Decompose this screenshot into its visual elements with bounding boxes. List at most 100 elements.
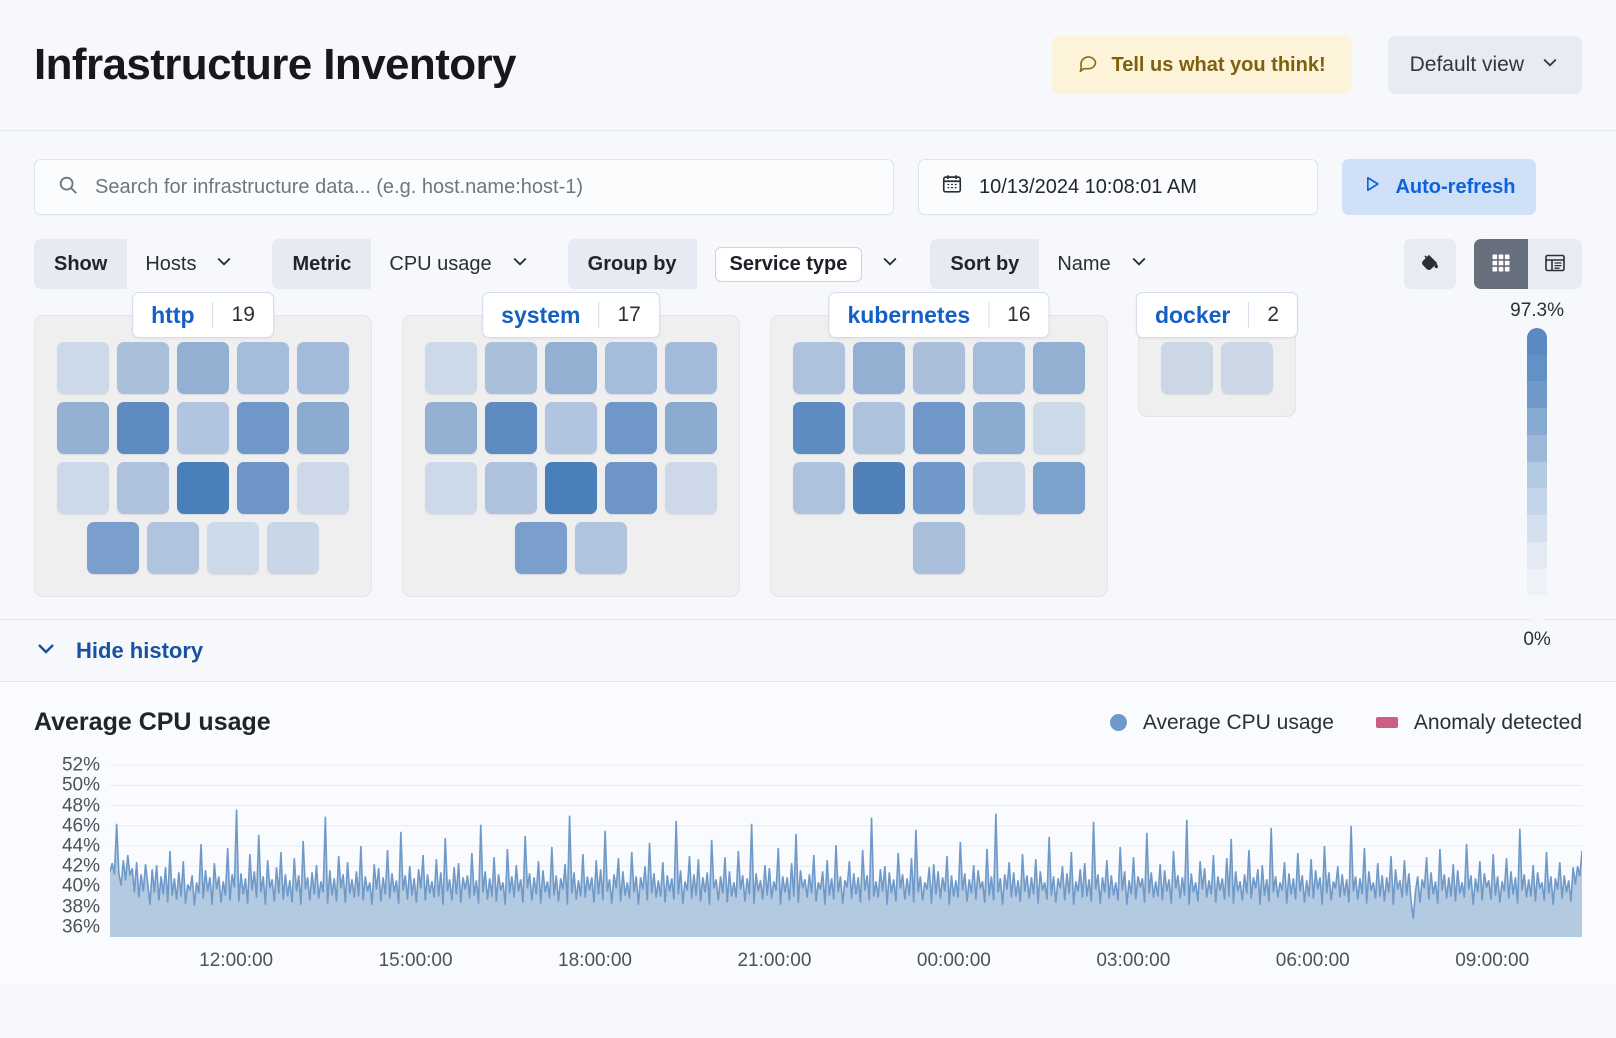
node-tile[interactable]: [177, 342, 229, 394]
color-fill-bucket-icon-button[interactable]: [1404, 239, 1456, 289]
node-tile[interactable]: [87, 522, 139, 574]
page-title: Infrastructure Inventory: [34, 40, 517, 89]
node-tile[interactable]: [297, 462, 349, 514]
node-tile[interactable]: [575, 522, 627, 574]
legend-item-average-cpu-usage[interactable]: Average CPU usage: [1109, 711, 1334, 735]
node-tile[interactable]: [913, 402, 965, 454]
hide-history-button[interactable]: Hide history: [34, 636, 203, 666]
tile-row: [57, 402, 349, 454]
node-tile[interactable]: [793, 402, 845, 454]
feedback-label: Tell us what you think!: [1111, 53, 1326, 76]
feedback-button[interactable]: Tell us what you think!: [1051, 36, 1352, 94]
node-tile[interactable]: [665, 342, 717, 394]
node-tile[interactable]: [665, 462, 717, 514]
node-tile[interactable]: [515, 522, 567, 574]
legend-gradient-bar: [1527, 328, 1548, 622]
node-tile[interactable]: [177, 462, 229, 514]
legend-step: [1527, 568, 1548, 596]
search-box[interactable]: [34, 159, 894, 215]
node-tile[interactable]: [425, 462, 477, 514]
node-tile[interactable]: [1033, 342, 1085, 394]
filter-metric-value-text: CPU usage: [389, 252, 492, 275]
node-tile[interactable]: [297, 402, 349, 454]
chart-plot[interactable]: [110, 755, 1582, 937]
node-tile[interactable]: [973, 462, 1025, 514]
group-tiles-container: [402, 315, 740, 597]
node-tile[interactable]: [147, 522, 199, 574]
node-tile[interactable]: [1033, 462, 1085, 514]
auto-refresh-button[interactable]: Auto-refresh: [1342, 159, 1536, 215]
node-tile[interactable]: [297, 342, 349, 394]
chevron-down-icon: [880, 251, 900, 277]
group-name: system: [501, 301, 581, 328]
auto-refresh-label: Auto-refresh: [1395, 175, 1516, 198]
node-tile[interactable]: [237, 342, 289, 394]
node-tile[interactable]: [207, 522, 259, 574]
group-name: http: [151, 301, 195, 328]
toolbar: 10/13/2024 10:08:01 AM Auto-refresh Show…: [0, 131, 1616, 289]
node-tile[interactable]: [267, 522, 319, 574]
node-tile[interactable]: [1221, 342, 1273, 394]
chevron-down-icon: [214, 251, 234, 277]
hide-history-label: Hide history: [76, 637, 204, 663]
node-tile[interactable]: [1033, 402, 1085, 454]
search-input[interactable]: [95, 175, 871, 199]
node-tile[interactable]: [425, 402, 477, 454]
filter-metric-value[interactable]: CPU usage: [371, 239, 546, 289]
node-tile[interactable]: [237, 462, 289, 514]
view-mode-segmented-control: [1474, 239, 1582, 289]
node-tile[interactable]: [605, 462, 657, 514]
node-tile[interactable]: [425, 342, 477, 394]
node-tile[interactable]: [913, 342, 965, 394]
node-tile[interactable]: [913, 522, 965, 574]
grid-view-icon: [1489, 251, 1513, 278]
node-tile[interactable]: [237, 402, 289, 454]
node-tile[interactable]: [177, 402, 229, 454]
group-name: docker: [1154, 301, 1231, 328]
node-tile[interactable]: [1161, 342, 1213, 394]
group-tiles-container: [34, 315, 372, 597]
node-tile[interactable]: [545, 402, 597, 454]
header-actions: Tell us what you think! Default view: [1051, 36, 1582, 94]
node-tile[interactable]: [853, 402, 905, 454]
node-tile[interactable]: [605, 402, 657, 454]
node-tile[interactable]: [57, 462, 109, 514]
node-tile[interactable]: [117, 342, 169, 394]
node-tile[interactable]: [117, 402, 169, 454]
grid-view-button[interactable]: [1474, 239, 1528, 289]
node-tile[interactable]: [665, 402, 717, 454]
filter-show-value[interactable]: Hosts: [127, 239, 251, 289]
view-selector-button[interactable]: Default view: [1387, 36, 1582, 94]
node-tile[interactable]: [793, 342, 845, 394]
node-tile[interactable]: [973, 402, 1025, 454]
node-tile[interactable]: [485, 462, 537, 514]
node-tile[interactable]: [973, 342, 1025, 394]
node-tile[interactable]: [545, 342, 597, 394]
filter-group-by-value[interactable]: Service type: [696, 239, 909, 289]
date-picker[interactable]: 10/13/2024 10:08:01 AM: [918, 159, 1318, 215]
node-tile[interactable]: [57, 342, 109, 394]
node-tile[interactable]: [605, 342, 657, 394]
node-tile[interactable]: [485, 342, 537, 394]
node-tile[interactable]: [545, 462, 597, 514]
node-tile[interactable]: [57, 402, 109, 454]
node-tile[interactable]: [793, 462, 845, 514]
legend-item-anomaly-detected[interactable]: Anomaly detected: [1375, 711, 1582, 735]
node-tile[interactable]: [853, 462, 905, 514]
node-tile[interactable]: [117, 462, 169, 514]
node-tile[interactable]: [853, 342, 905, 394]
filter-sort-by-value[interactable]: Name: [1039, 239, 1165, 289]
node-tile[interactable]: [485, 402, 537, 454]
table-view-button[interactable]: [1528, 239, 1582, 289]
node-tile[interactable]: [913, 462, 965, 514]
group-badge-divider: [1248, 302, 1250, 328]
